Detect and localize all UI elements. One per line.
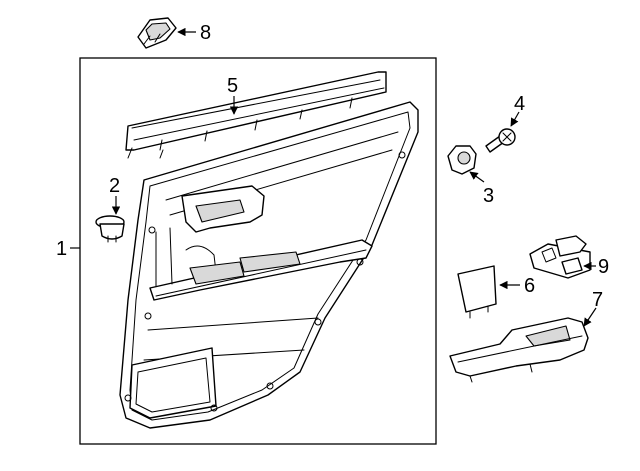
callout-7: 7: [592, 289, 603, 311]
callout-1: 1: [56, 238, 67, 260]
part-8-clip: [137, 17, 177, 49]
callout-2: 2: [109, 175, 120, 197]
callout-4: 4: [514, 93, 525, 115]
part-6-panel-cover: [457, 265, 497, 319]
part-1-door-trim-panel: [119, 101, 419, 429]
part-9-window-switch: [529, 235, 591, 279]
callout-3: 3: [483, 185, 494, 207]
part-4-screw: [485, 128, 516, 153]
part-3-grommet: [447, 145, 477, 175]
callout-5: 5: [227, 75, 238, 97]
part-7-armrest-bezel: [449, 317, 589, 383]
callout-9: 9: [598, 256, 609, 278]
part-5-belt-moulding: [125, 71, 387, 159]
callout-6: 6: [524, 275, 535, 297]
leader-lines: [70, 27, 597, 327]
part-2-push-clip: [95, 215, 125, 243]
callout-8: 8: [200, 22, 211, 44]
assembly-frame: [79, 57, 437, 445]
